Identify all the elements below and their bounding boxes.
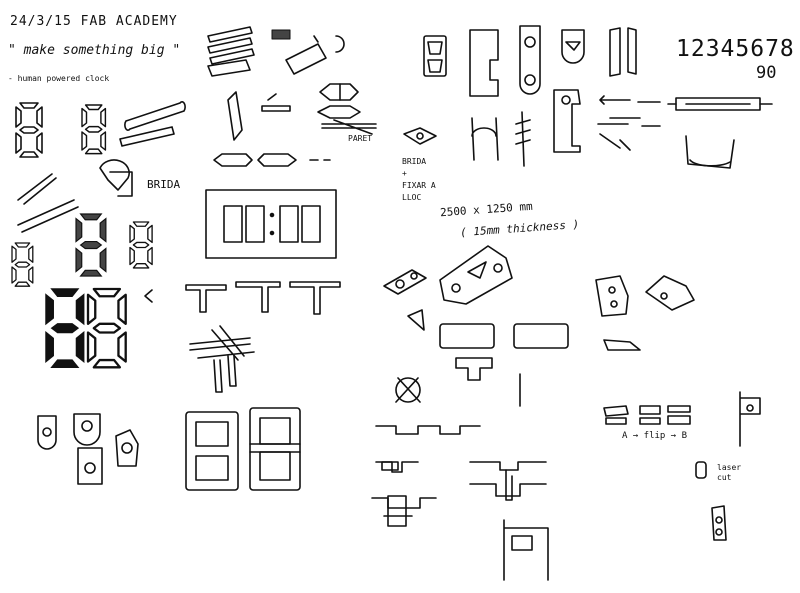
formula-line: + (402, 169, 407, 178)
brida-formula: BRIDA + FIXAR A LLOC (402, 156, 436, 204)
crossed-circle (395, 377, 421, 403)
chevron-left-icon (144, 289, 153, 303)
wall-bracket (739, 391, 761, 447)
cross-slat-assembly (189, 325, 255, 393)
digit-sketch-a (15, 102, 43, 158)
formula-line: BRIDA (402, 157, 427, 166)
project-quote: " make something big " (8, 43, 181, 58)
brida-label: BRIDA (147, 178, 181, 191)
laser-line: cut (717, 473, 732, 482)
rod-sketches (17, 101, 186, 233)
channel-profile (667, 97, 773, 111)
tongue-profile (469, 29, 499, 97)
drum-piece (685, 135, 735, 169)
cut-profile-d (371, 495, 437, 527)
digit-sketch-c (11, 242, 34, 287)
rounded-brackets (37, 413, 139, 485)
digit-sketch-d (129, 221, 153, 269)
laser-cut-label: laser cut (717, 463, 741, 483)
cut-profile-a (375, 425, 481, 435)
digit-outline-big-b (249, 407, 301, 491)
formula-line: LLOC (402, 193, 422, 202)
digit-big-outline-2 (86, 287, 127, 369)
digit-font-tail: 90 (756, 63, 777, 83)
digit-outline-big-a (185, 411, 239, 491)
laser-line: laser (717, 463, 742, 472)
slat-stack (207, 26, 345, 77)
segment-tile (423, 35, 447, 77)
digit-big-solid-1 (45, 288, 85, 369)
post-joint (471, 111, 531, 167)
plate-bracket-b (439, 245, 513, 305)
brida-small (403, 127, 437, 145)
hook-bracket (553, 89, 581, 153)
flip-label: A → flip → B (622, 431, 688, 441)
digit-font-row: 12345678 (676, 36, 795, 62)
t-bracket-row (185, 281, 341, 315)
flip-pieces (603, 405, 691, 425)
segment-pieces (213, 83, 377, 167)
hinge-bracket (595, 275, 695, 351)
slide-arrows (597, 95, 661, 151)
clock-board (205, 189, 337, 259)
digit-sketch-filled (75, 213, 107, 277)
formula-line: FIXAR A (402, 181, 436, 190)
slotted-brackets (519, 25, 637, 95)
cut-profile-b (375, 461, 419, 473)
cut-profile-c (469, 461, 547, 501)
paret-label: PARET (348, 134, 373, 143)
laser-pieces (695, 461, 727, 541)
plate-bracket-a (383, 269, 427, 295)
digit-sketch-b (81, 104, 107, 155)
date-header: 24/3/15 FAB ACADEMY (10, 14, 178, 29)
flat-plates (407, 309, 569, 381)
project-subtitle: - human powered clock (8, 74, 110, 83)
cut-profile-e (503, 519, 549, 581)
